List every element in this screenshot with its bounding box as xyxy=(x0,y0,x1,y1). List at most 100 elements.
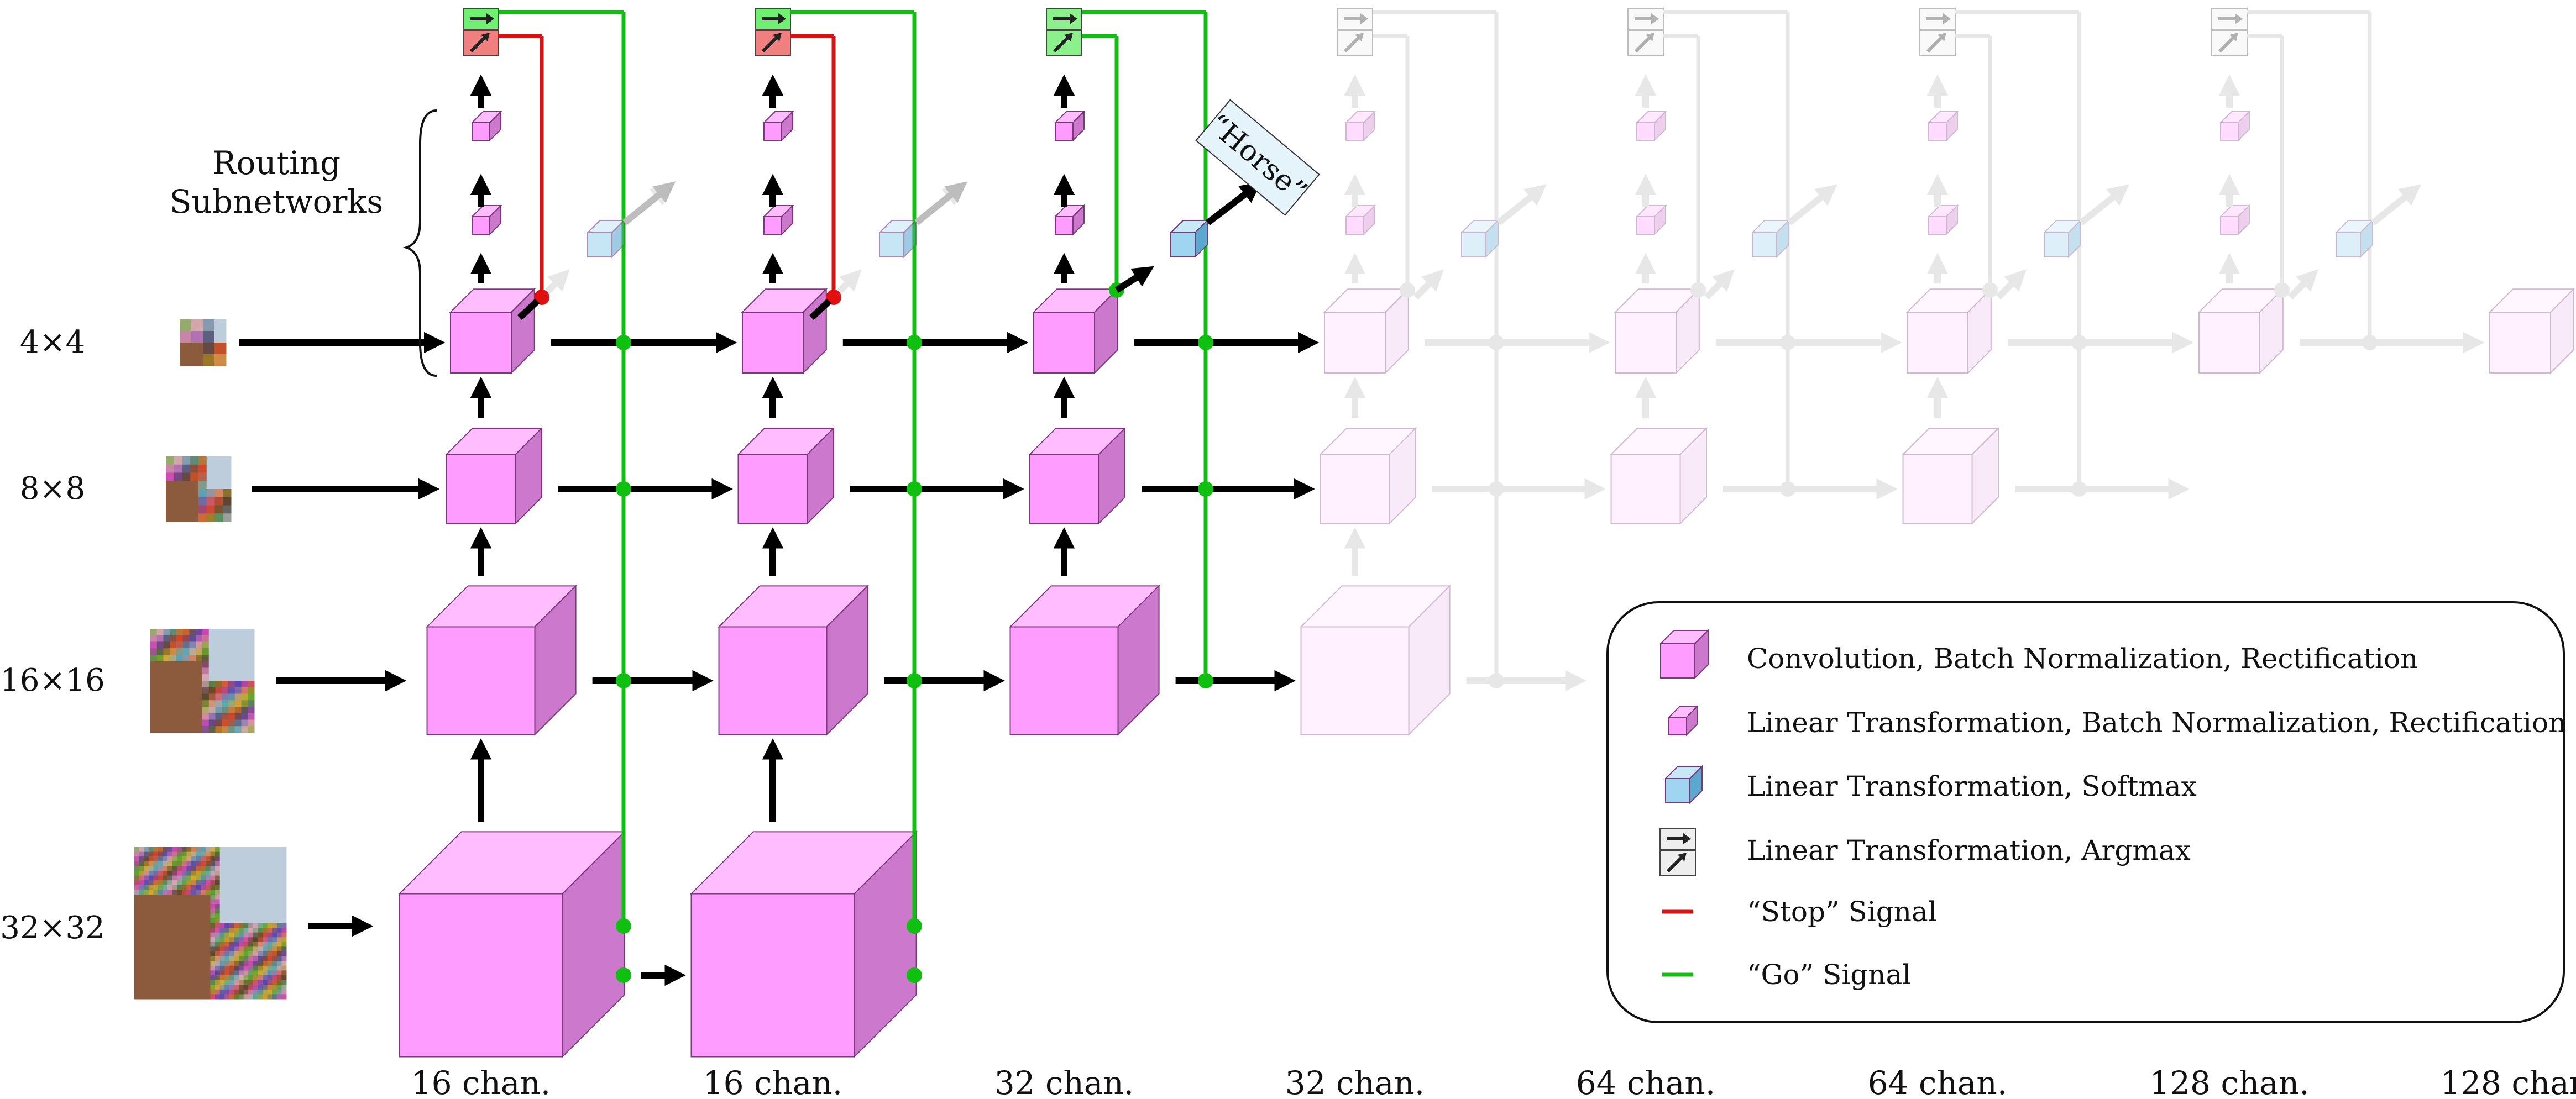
thumb-pixel xyxy=(153,985,159,990)
thumb-pixel xyxy=(153,866,159,871)
thumb-pixel xyxy=(248,885,254,890)
argmax-right-arrow-head xyxy=(1360,13,1368,24)
thumb-pixel xyxy=(224,961,230,966)
thumb-pixel xyxy=(182,513,191,522)
thumb-pixel xyxy=(144,961,149,966)
thumb-pixel xyxy=(144,856,149,862)
thumb-pixel xyxy=(202,707,210,714)
thumb-pixel xyxy=(191,956,197,961)
thumb-pixel xyxy=(191,932,197,938)
thumb-pixel xyxy=(224,937,230,943)
thumb-pixel xyxy=(224,942,230,947)
stop-signal xyxy=(499,10,631,983)
thumb-pixel xyxy=(248,707,255,714)
thumb-pixel xyxy=(248,923,254,928)
thumb-pixel xyxy=(267,851,273,857)
cube-front xyxy=(742,312,804,374)
thumb-pixel xyxy=(234,707,242,714)
argmax-icon xyxy=(1337,8,1373,56)
thumb-pixel xyxy=(172,975,177,981)
thumb-pixel xyxy=(139,918,144,923)
thumb-pixel xyxy=(276,875,282,881)
conv-cube-r1 xyxy=(445,427,543,525)
thumb-pixel xyxy=(241,681,248,688)
thumb-pixel xyxy=(228,674,235,681)
thumb-pixel xyxy=(248,875,254,881)
thumb-pixel xyxy=(215,641,222,649)
thumb-pixel xyxy=(181,970,187,976)
softmax-cube xyxy=(2334,219,2374,259)
thumb-pixel xyxy=(176,674,184,681)
thumb-pixel xyxy=(150,700,158,707)
thumb-pixel xyxy=(167,928,173,933)
thumb-pixel xyxy=(229,956,234,961)
thumb-pixel xyxy=(139,970,144,976)
routing-linear-cube-2 xyxy=(2219,110,2251,142)
thumb-pixel xyxy=(263,880,268,886)
thumb-pixel xyxy=(281,880,287,886)
thumb-pixel xyxy=(210,928,216,933)
thumb-pixel xyxy=(229,975,234,981)
junction-dot xyxy=(2071,481,2087,497)
thumb-pixel xyxy=(177,875,182,881)
thumb-pixel xyxy=(144,985,149,990)
thumb-pixel xyxy=(186,908,192,914)
junction-dot xyxy=(1489,335,1504,350)
thumb-pixel xyxy=(172,985,177,990)
thumb-pixel xyxy=(234,847,239,853)
thumb-pixel xyxy=(210,904,216,909)
thumb-pixel xyxy=(163,890,168,895)
thumb-pixel xyxy=(158,951,164,957)
thumb-pixel xyxy=(202,687,210,694)
thumb-pixel xyxy=(198,481,207,490)
thumb-pixel xyxy=(267,970,273,976)
thumb-pixel xyxy=(144,894,149,900)
thumb-pixel xyxy=(181,899,187,905)
thumb-pixel xyxy=(228,655,235,662)
thumb-pixel xyxy=(276,880,282,886)
thumb-pixel xyxy=(267,985,273,990)
thumb-pixel xyxy=(144,951,149,957)
thumb-pixel xyxy=(229,961,234,966)
thumb-pixel xyxy=(144,918,149,923)
thumb-pixel xyxy=(281,985,287,990)
thumb-pixel xyxy=(144,870,149,876)
thumb-pixel xyxy=(253,885,258,890)
thumb-pixel xyxy=(258,928,263,933)
thumb-pixel xyxy=(191,880,197,886)
thumb-pixel xyxy=(272,923,278,928)
thumb-pixel xyxy=(150,661,158,668)
cube-top xyxy=(1323,288,1410,313)
junction-dot xyxy=(616,673,631,688)
thumb-pixel xyxy=(153,890,159,895)
thumb-pixel xyxy=(201,937,206,943)
cube-top xyxy=(2488,288,2575,313)
routing-label-line2: Subnetworks xyxy=(170,183,383,220)
thumb-pixel xyxy=(172,866,177,871)
thumb-pixel xyxy=(219,937,225,943)
thumb-pixel xyxy=(134,847,140,853)
thumb-pixel xyxy=(172,923,177,928)
thumb-pixel xyxy=(272,928,278,933)
thumb-pixel xyxy=(272,994,278,1000)
cube-top xyxy=(1927,111,1959,123)
thumb-pixel xyxy=(223,481,232,490)
thumb-pixel xyxy=(148,942,154,947)
thumb-pixel xyxy=(139,856,144,862)
thumb-pixel xyxy=(181,885,187,890)
thumb-pixel xyxy=(234,985,239,990)
thumb-pixel xyxy=(134,975,140,981)
thumb-pixel xyxy=(248,851,254,857)
thumb-pixel xyxy=(234,719,242,727)
routing-label-line1: Routing xyxy=(212,144,341,182)
thumb-pixel xyxy=(158,994,164,1000)
thumb-pixel xyxy=(163,942,168,947)
thumb-pixel xyxy=(258,937,263,943)
thumb-pixel xyxy=(201,956,206,961)
legend-conv-cube xyxy=(1659,629,1710,680)
thumb-pixel xyxy=(272,970,278,976)
thumb-pixel xyxy=(234,856,239,862)
thumb-pixel xyxy=(170,667,177,675)
thumb-pixel xyxy=(172,970,177,976)
decision-dot xyxy=(1690,282,1706,298)
